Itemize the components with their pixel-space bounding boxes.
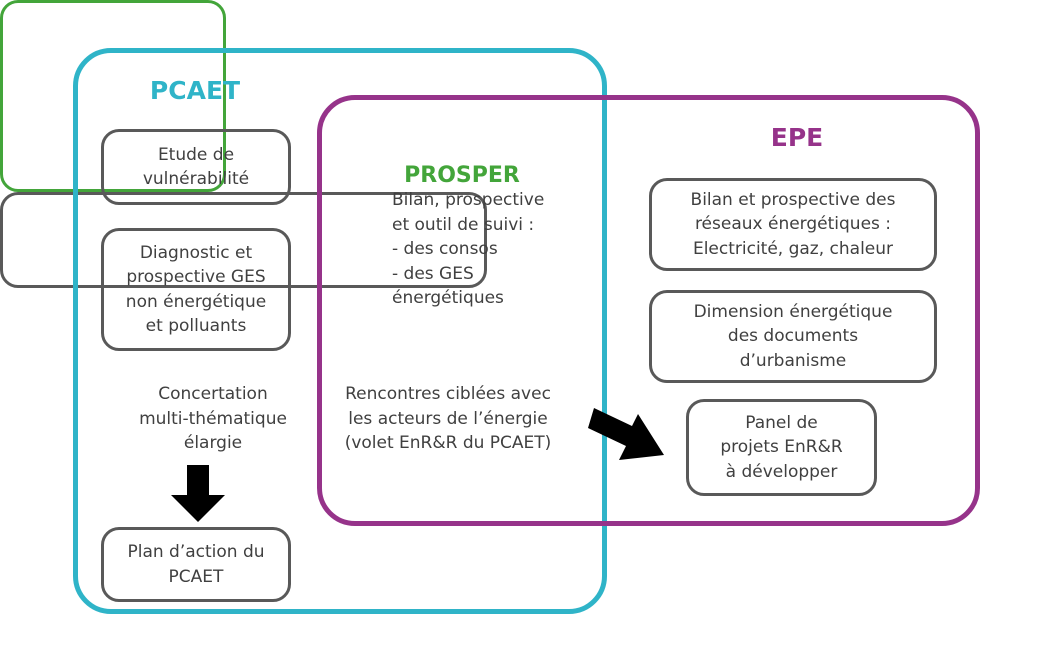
panel-box: Panel de projets EnR&R à développer <box>686 399 877 496</box>
diagnostic-box: Diagnostic et prospective GES non énergé… <box>101 228 291 351</box>
prosper-text: Bilan, prospective et outil de suivi : -… <box>392 190 545 308</box>
diagonal-arrow-icon <box>588 408 664 460</box>
pcaet-title: PCAET <box>149 76 241 105</box>
down-arrow-icon <box>171 465 225 522</box>
rencontres-text: Rencontres ciblées avec les acteurs de l… <box>344 384 552 453</box>
urbanisme-box: Dimension énergétique des documents d’ur… <box>649 290 937 383</box>
epe-title: EPE <box>770 123 824 152</box>
concertation-text: Concertation multi-thématique élargie <box>139 384 287 453</box>
epe-frame <box>317 95 980 526</box>
reseaux-box: Bilan et prospective des réseaux énergét… <box>649 178 937 271</box>
concertation-box <box>0 192 487 288</box>
vulnerabilite-box: Etude de vulnérabilité <box>101 129 291 205</box>
plan-action-box: Plan d’action du PCAET <box>101 527 291 602</box>
pcaet-frame <box>73 48 607 614</box>
prosper-title: PROSPER <box>404 163 520 188</box>
